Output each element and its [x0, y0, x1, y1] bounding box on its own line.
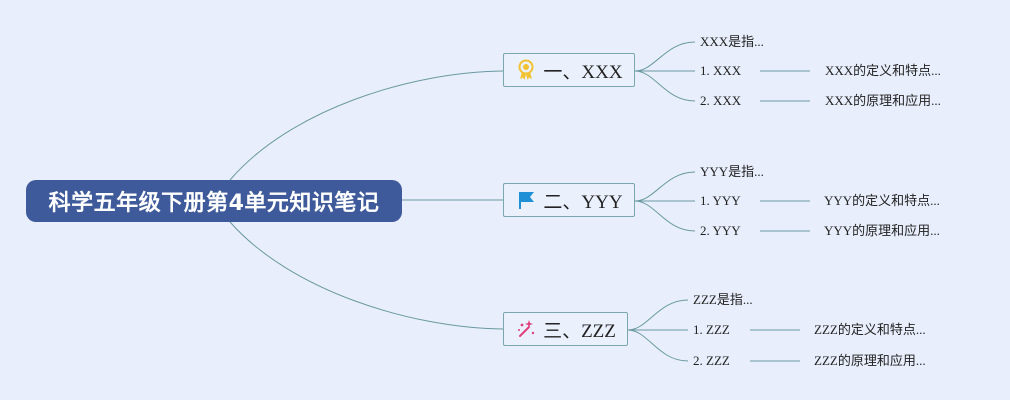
connector-b3-intro [627, 299, 689, 331]
root-topic-label: 科学五年级下册第4单元知识笔记 [48, 191, 380, 216]
magic-wand-icon [515, 318, 537, 340]
branch-3-intro[interactable]: ZZZ是指... [693, 292, 753, 307]
connector-b3-item2 [627, 329, 689, 362]
branch-2-intro[interactable]: YYY是指... [700, 164, 764, 179]
branch-2-item-1-detail[interactable]: YYY的定义和特点... [824, 193, 940, 208]
branch-2-item-1[interactable]: 1. YYY [700, 193, 741, 208]
branch-1-item-1-detail[interactable]: XXX的定义和特点... [825, 63, 941, 78]
branch-1-item-2-detail[interactable]: XXX的原理和应用... [825, 93, 941, 108]
connector-root-branch-1 [229, 70, 504, 181]
flag-icon [515, 189, 537, 211]
branch-topic-3-label: 三、ZZZ [543, 320, 616, 342]
connector-b2-item2 [634, 200, 696, 232]
branch-3-item-1[interactable]: 1. ZZZ [693, 322, 730, 337]
connector-b1-intro [634, 41, 696, 72]
branch-3-item-1-detail[interactable]: ZZZ的定义和特点... [814, 322, 926, 337]
connector-root-branch-3 [229, 221, 504, 330]
branch-1-item-2[interactable]: 2. XXX [700, 93, 742, 108]
branch-2-item-2[interactable]: 2. YYY [700, 223, 741, 238]
branch-3-item-2[interactable]: 2. ZZZ [693, 353, 730, 368]
branch-topic-1-label: 一、XXX [543, 61, 623, 83]
root-topic[interactable]: 科学五年级下册第4单元知识笔记 [26, 180, 402, 222]
branch-topic-3[interactable]: 三、ZZZ [503, 312, 628, 346]
award-ribbon-icon [515, 59, 537, 81]
branch-3-item-2-detail[interactable]: ZZZ的原理和应用... [814, 353, 926, 368]
branch-topic-2-label: 二、YYY [543, 191, 623, 213]
branch-2-item-2-detail[interactable]: YYY的原理和应用... [824, 223, 940, 238]
connector-b1-item2 [634, 70, 696, 102]
branch-1-item-1[interactable]: 1. XXX [700, 63, 742, 78]
branch-1-intro[interactable]: XXX是指... [700, 34, 764, 49]
branch-topic-2[interactable]: 二、YYY [503, 183, 635, 217]
branch-topic-1[interactable]: 一、XXX [503, 53, 635, 87]
connector-b2-intro [634, 171, 696, 202]
